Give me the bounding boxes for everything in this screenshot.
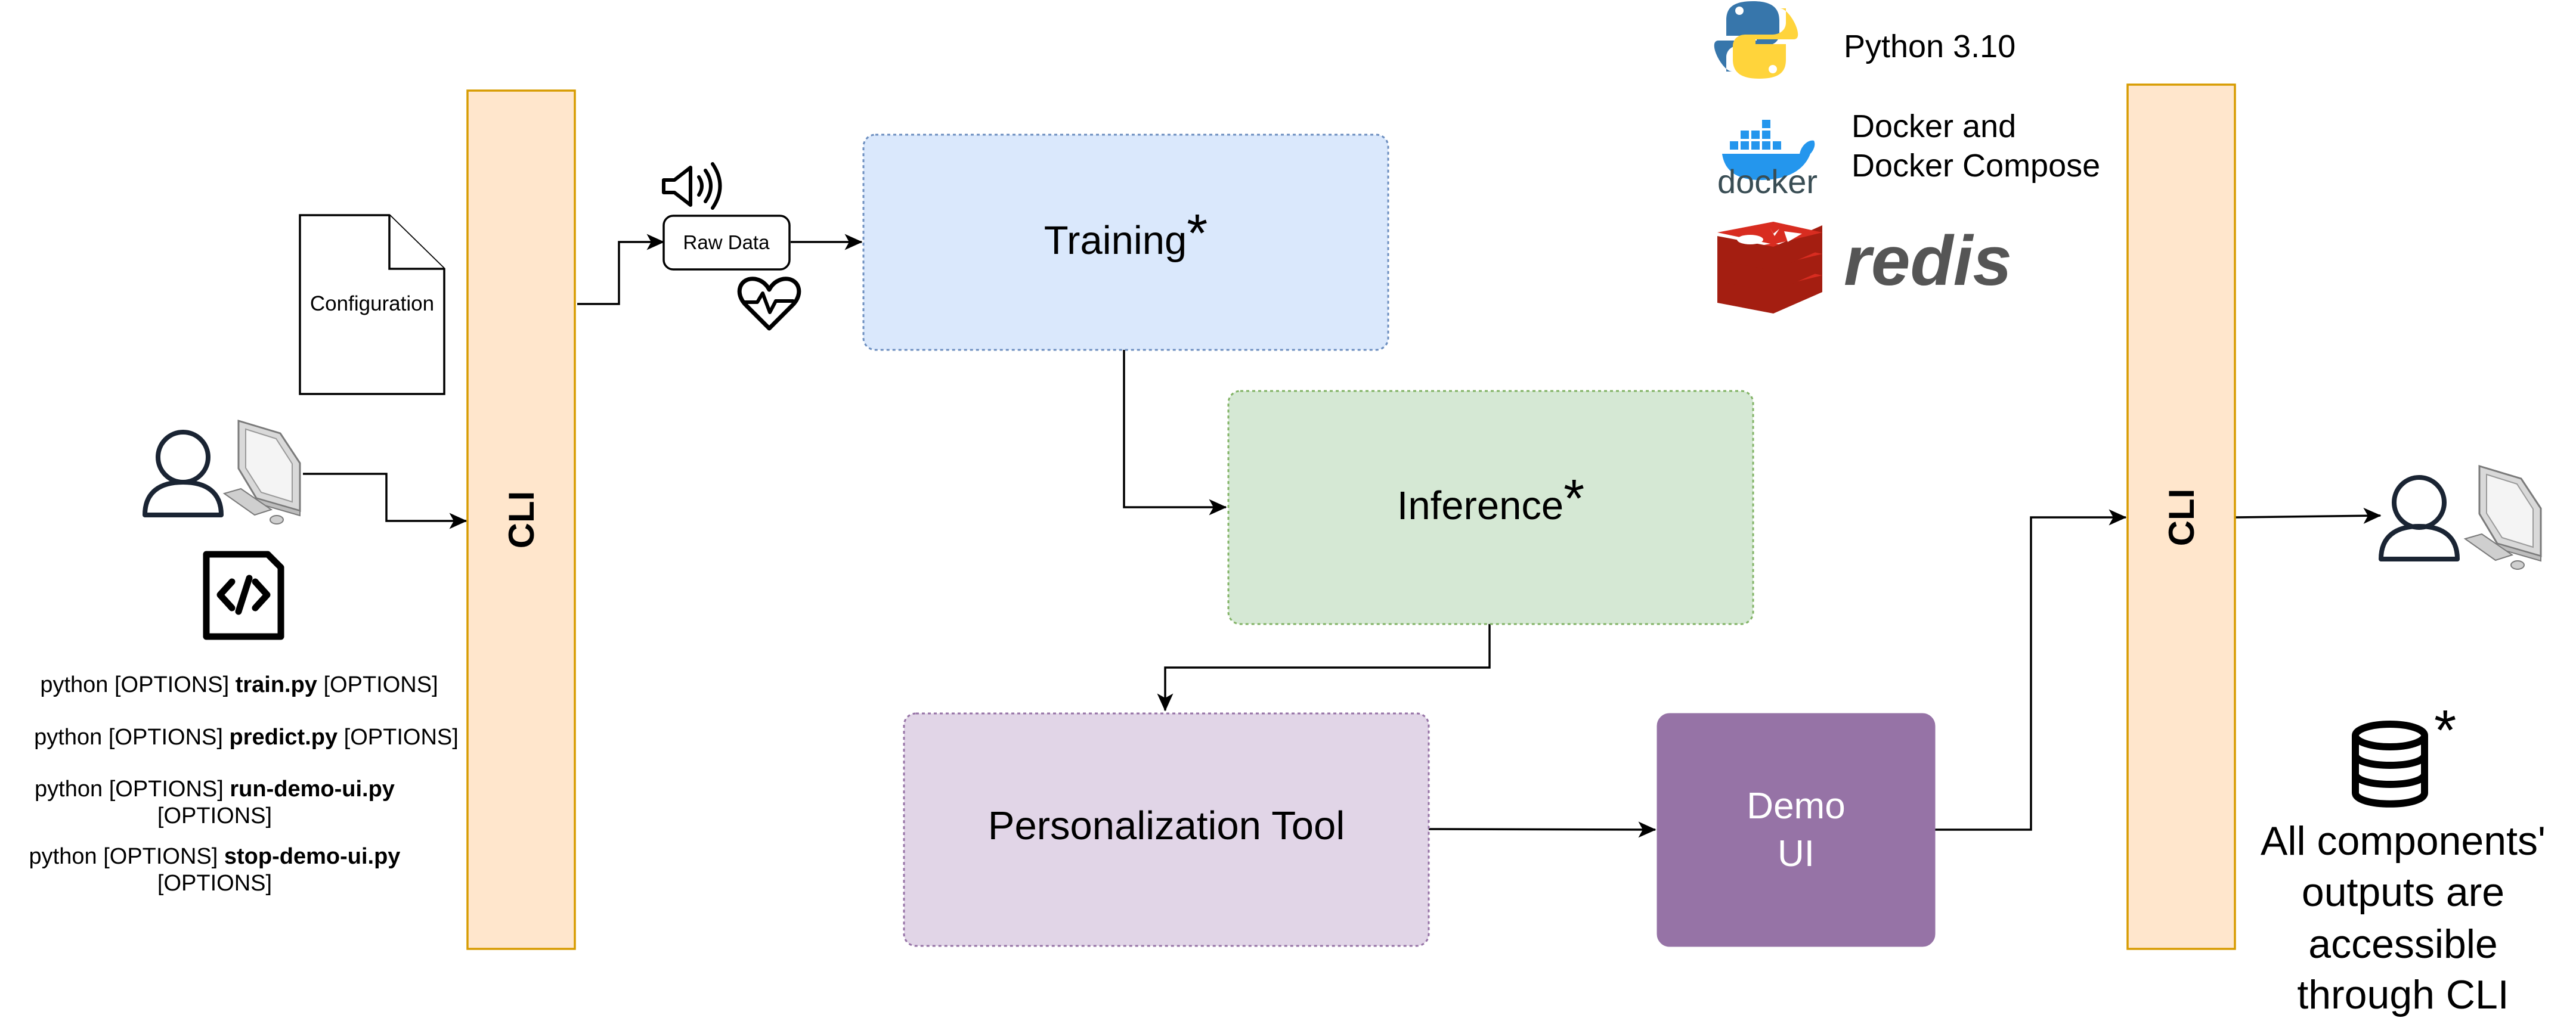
command-run-demo-ui: python [OPTIONS] run-demo-ui.py: [35, 777, 395, 802]
heart-pulse-icon: [737, 277, 801, 331]
connector-cli-to-user: [2235, 507, 2382, 524]
connector-cli-to-raw-data: [577, 234, 665, 305]
inference-label: Inference: [1397, 483, 1563, 528]
python-version-label: Python 3.10: [1844, 29, 2015, 64]
command-train: python [OPTIONS] train.py [OPTIONS]: [40, 672, 438, 697]
raw-data-box: Raw Data: [662, 215, 791, 271]
command-run-demo-ui-options: [OPTIONS]: [157, 803, 272, 828]
connectors: [303, 234, 2382, 838]
personalization-tool-box: Personalization Tool: [903, 712, 1430, 947]
command-prefix: python [OPTIONS]: [40, 672, 235, 697]
training-box: Training*: [862, 134, 1389, 351]
docker-label-line1: Docker and: [1852, 108, 2016, 144]
monitor-icon: [222, 419, 301, 525]
outputs-note-line: through CLI: [2297, 972, 2509, 1017]
configuration-document: Configuration: [299, 214, 445, 395]
command-stop-demo-ui: python [OPTIONS] stop-demo-ui.py: [29, 844, 401, 869]
demo-ui-label-line2: UI: [1778, 833, 1815, 874]
user-icon: [2379, 475, 2460, 561]
right-cli-label: CLI: [2162, 489, 2202, 547]
docker-logo-text: docker: [1717, 163, 1818, 200]
database-icon: [2352, 721, 2428, 808]
connector-training-to-inference: [1123, 350, 1227, 516]
inference-box: Inference*: [1227, 390, 1754, 625]
command-list: python [OPTIONS] train.py [OPTIONS] pyth…: [29, 672, 459, 896]
command-script: predict.py: [230, 725, 338, 750]
command-script: stop-demo-ui.py: [224, 844, 401, 869]
training-label: Training: [1044, 218, 1187, 263]
user-icon: [143, 430, 224, 517]
command-script: train.py: [236, 672, 317, 697]
connector-user-to-cli: [303, 473, 467, 529]
command-suffix: [OPTIONS]: [338, 725, 459, 750]
python-logo-icon: [1714, 1, 1798, 79]
right-cli-bar: CLI: [2126, 83, 2236, 950]
command-suffix: [OPTIONS]: [317, 672, 438, 697]
inference-asterisk: *: [1563, 469, 1584, 529]
command-prefix: python [OPTIONS]: [35, 777, 230, 802]
command-stop-demo-ui-options: [OPTIONS]: [157, 871, 272, 896]
monitor-icon: [2463, 464, 2542, 570]
demo-ui-label-line1: Demo: [1747, 786, 1845, 827]
command-prefix: python [OPTIONS]: [34, 725, 229, 750]
connector-personalization-to-demo-ui: [1426, 821, 1657, 838]
speaker-icon: [662, 162, 722, 210]
outputs-note-line: All components': [2261, 818, 2546, 864]
redis-logo-icon: redis: [1717, 222, 2012, 314]
connector-inference-to-personalization: [1157, 624, 1491, 712]
personalization-label: Personalization Tool: [988, 803, 1345, 848]
outputs-note: All components' outputs are accessible t…: [2261, 818, 2546, 1017]
configuration-label: Configuration: [310, 292, 434, 315]
inference-title: Inference*: [1397, 469, 1584, 529]
demo-ui-box: Demo UI: [1657, 713, 1936, 947]
left-cli-bar: CLI: [466, 89, 576, 950]
docker-label-line2: Docker Compose: [1852, 148, 2100, 184]
outputs-note-line: accessible: [2308, 921, 2498, 967]
redis-logo-text: redis: [1844, 222, 2012, 300]
command-script: run-demo-ui.py: [230, 777, 395, 802]
docker-logo-icon: docker: [1717, 119, 1818, 200]
outputs-note-line: outputs are: [2302, 870, 2504, 915]
training-title: Training*: [1044, 204, 1208, 263]
code-file-icon: [203, 551, 284, 640]
command-predict: python [OPTIONS] predict.py [OPTIONS]: [34, 725, 459, 750]
connector-demo-ui-to-cli: [1933, 509, 2127, 831]
command-prefix: python [OPTIONS]: [29, 844, 224, 869]
outputs-asterisk: *: [2434, 699, 2456, 762]
training-asterisk: *: [1187, 204, 1208, 263]
raw-data-label: Raw Data: [683, 231, 770, 253]
left-cli-label: CLI: [501, 491, 541, 549]
